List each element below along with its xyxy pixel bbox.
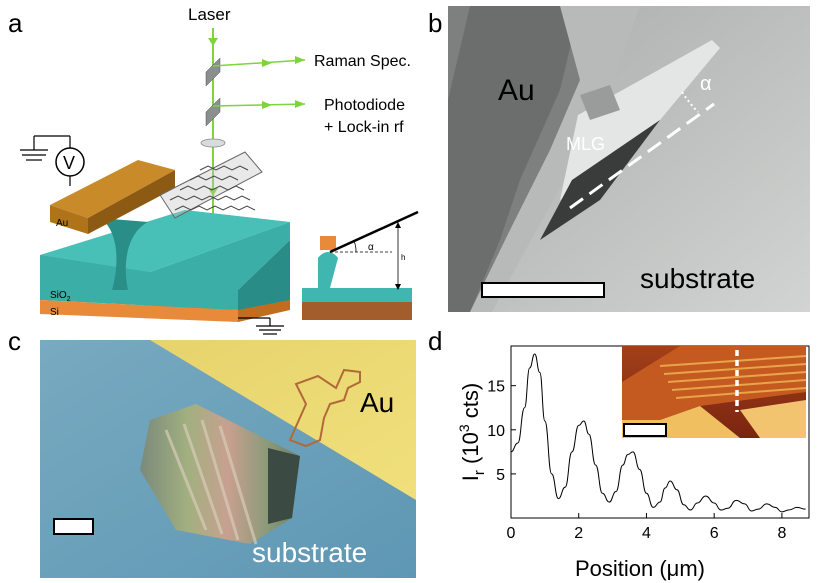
panel-c: c Au substrate (8, 326, 416, 578)
optical-substrate-label: substrate (252, 537, 367, 568)
sio2-top (40, 210, 290, 272)
raman-arrow-icon-2 (295, 56, 305, 64)
sem-alpha-label: α (700, 73, 712, 95)
gold-label: Au (56, 218, 68, 229)
x-axis-label: Position (μm) (575, 556, 705, 581)
schematic-alpha: α (368, 242, 374, 253)
voltmeter-label: V (63, 153, 75, 173)
photodiode-label: Photodiode (324, 97, 405, 114)
optical-au-region (150, 340, 416, 500)
x-tick-label: 2 (574, 525, 583, 542)
schematic-gold (320, 236, 336, 250)
sem-dashed-line (569, 102, 715, 210)
x-tick-label: 6 (710, 525, 719, 542)
raman-beam (212, 59, 306, 67)
optical-flake (140, 404, 300, 544)
lens-icon (200, 138, 226, 148)
y-tick-label: 10 (487, 423, 505, 440)
optical-au-label: Au (360, 387, 394, 418)
sem-au-label: Au (498, 74, 535, 107)
beam-splitter-icon-2 (205, 97, 221, 127)
sem-mlg-flake (560, 40, 720, 200)
beam-splitter-icon-1 (205, 57, 221, 87)
lockin-label: + Lock-in rf (324, 119, 404, 136)
photodiode-arrow-icon-1 (262, 101, 272, 109)
laser-arrow-icon (208, 38, 218, 46)
photodiode-arrow-icon-2 (295, 100, 305, 108)
y-tick-label: 15 (487, 379, 505, 396)
panel-a: a Laser Raman Spec. Photodiode + Lock-in… (8, 5, 419, 335)
gold-electrode-front (50, 205, 88, 234)
sem-scale-bar (481, 282, 605, 298)
sem-substrate-label: substrate (640, 263, 755, 294)
x-tick-label: 4 (642, 525, 651, 542)
schematic-sio2 (302, 288, 412, 302)
schematic-h: h (401, 253, 405, 262)
optical-scale-bar (53, 518, 94, 535)
optical-flake-tail (288, 368, 361, 448)
series-line-0 (510, 353, 806, 513)
x-tick-label: 8 (777, 525, 786, 542)
x-tick-label: 0 (507, 525, 516, 542)
si-label: Si (50, 307, 59, 318)
gold-electrode-side (88, 170, 175, 234)
inset-scale-bar (623, 423, 667, 437)
graphene-sheet (159, 151, 263, 219)
laser-arrow-icon-lower (208, 188, 218, 196)
panel-b: b α Au MLG substrate (428, 6, 810, 312)
chart-inset (622, 346, 807, 438)
panel-c-letter: c (8, 326, 21, 356)
si-layer (40, 300, 238, 322)
panel-a-letter: a (8, 8, 23, 38)
laser-label: Laser (188, 5, 231, 24)
y-tick-label: 5 (496, 467, 505, 484)
schematic-graphene (329, 210, 419, 254)
sio2-right-face (238, 240, 290, 318)
photodiode-beam (212, 103, 306, 107)
gold-electrode-top (50, 160, 175, 218)
raman-arrow-icon-1 (262, 59, 272, 67)
side-schematic: α h (302, 210, 419, 320)
schematic-si (302, 302, 412, 320)
panel-d-letter: d (428, 326, 442, 356)
undercut-pillar (100, 218, 148, 290)
sem-debris (580, 85, 620, 120)
sem-mlg-label: MLG (566, 134, 605, 154)
y-axis-label: Ir (103 cts) (456, 383, 488, 481)
raman-label: Raman Spec. (314, 53, 411, 70)
sio2-label: SiO2 (50, 290, 71, 303)
panel-b-letter: b (428, 8, 442, 38)
